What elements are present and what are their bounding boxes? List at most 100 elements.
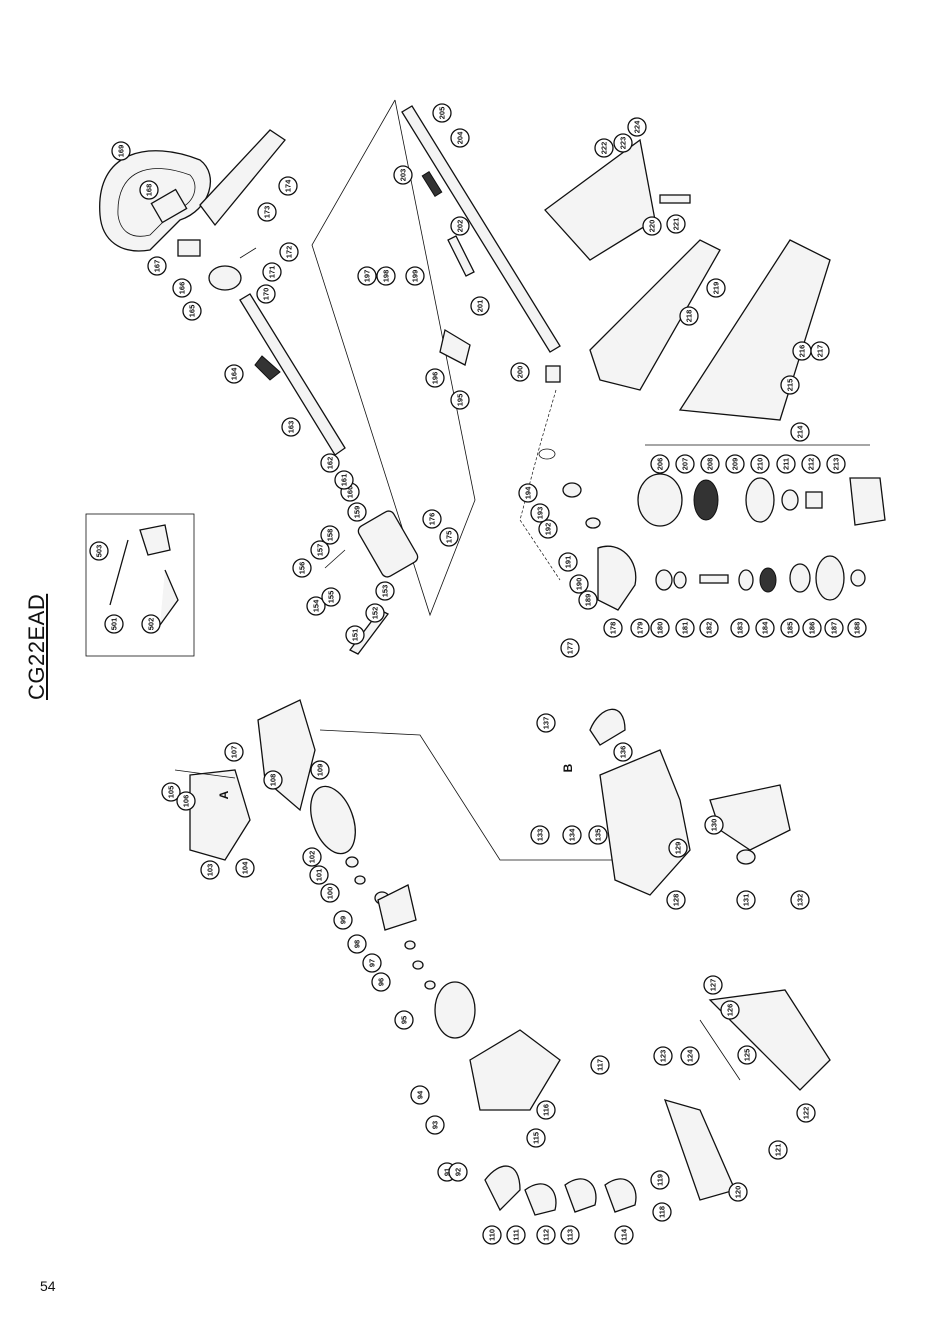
callout-number: 171 <box>268 266 277 279</box>
callout-circle <box>439 527 459 547</box>
page-number: 54 <box>40 1278 56 1294</box>
callout-154: 154 <box>306 596 326 616</box>
snap-ring <box>538 448 556 460</box>
callout-circle <box>292 558 312 578</box>
callout-number: 222 <box>600 142 609 155</box>
callout-98: 98 <box>347 934 367 954</box>
callout-circle <box>706 278 726 298</box>
callout-number: 221 <box>672 218 681 231</box>
callout-number: 109 <box>316 764 325 777</box>
callout-number: 94 <box>416 1090 425 1099</box>
callout-circle <box>310 760 330 780</box>
callout-186: 186 <box>802 618 822 638</box>
callout-206: 206 <box>650 454 670 474</box>
callout-circle <box>703 975 723 995</box>
callout-215: 215 <box>780 375 800 395</box>
callout-131: 131 <box>736 890 756 910</box>
callout-503: 503 <box>89 541 109 561</box>
shaft-bracket <box>439 328 471 366</box>
callout-number: 154 <box>312 599 321 612</box>
callout-number: 108 <box>269 774 278 787</box>
callout-circle <box>536 713 556 733</box>
callout-number: 190 <box>575 578 584 591</box>
callout-circle <box>790 890 810 910</box>
callout-circle <box>450 216 470 236</box>
callout-172: 172 <box>279 242 299 262</box>
handle-bracket <box>199 129 286 227</box>
callout-circle <box>306 596 326 616</box>
callout-circle <box>262 262 282 282</box>
callout-number: 193 <box>536 507 545 520</box>
blade-guard <box>544 138 656 261</box>
callout-circle <box>147 256 167 276</box>
callout-circle <box>334 470 354 490</box>
callout-number: 189 <box>584 594 593 607</box>
callout-number: 125 <box>743 1049 752 1062</box>
callout-191: 191 <box>558 552 578 572</box>
callout-circle <box>728 1182 748 1202</box>
callout-number: 204 <box>456 131 465 144</box>
guard-extension <box>678 239 831 421</box>
callout-number: 130 <box>710 819 719 832</box>
callout-circle <box>675 454 695 474</box>
callout-circle <box>104 614 124 634</box>
callout-213: 213 <box>826 454 846 474</box>
callout-circle <box>536 1225 556 1245</box>
callout-number: 119 <box>656 1174 665 1186</box>
callout-circle <box>642 216 662 236</box>
callout-217: 217 <box>810 341 830 361</box>
callout-circle <box>263 770 283 790</box>
callout-202: 202 <box>450 216 470 236</box>
callout-number: 186 <box>808 622 817 635</box>
callout-number: 117 <box>596 1059 605 1071</box>
accessory-box <box>85 513 195 657</box>
callout-number: 208 <box>706 458 715 471</box>
callout-number: 184 <box>761 621 770 634</box>
callout-circle <box>470 296 490 316</box>
callout-circle <box>666 890 686 910</box>
callout-209: 209 <box>725 454 745 474</box>
callout-circle <box>347 502 367 522</box>
callout-106: 106 <box>176 791 196 811</box>
callout-number: 123 <box>659 1050 668 1063</box>
callout-156: 156 <box>292 558 312 578</box>
callout-195: 195 <box>450 390 470 410</box>
callout-circle <box>796 1103 816 1123</box>
callout-122: 122 <box>796 1103 816 1123</box>
callout-173: 173 <box>257 202 277 222</box>
washer-e <box>412 960 424 970</box>
spring <box>693 479 719 521</box>
callout-circle <box>730 618 750 638</box>
callout-circle <box>333 910 353 930</box>
callout-number: 129 <box>674 842 683 855</box>
callout-circle <box>680 1046 700 1066</box>
holder-b <box>673 571 687 589</box>
callout-number: 93 <box>431 1121 440 1129</box>
callout-circle <box>405 266 425 286</box>
callout-circle <box>560 638 580 658</box>
callout-501: 501 <box>104 614 124 634</box>
callout-number: 164 <box>230 367 239 380</box>
callout-circle <box>320 453 340 473</box>
callout-number: 131 <box>742 894 751 907</box>
callout-number: 179 <box>636 622 645 635</box>
callout-95: 95 <box>394 1010 414 1030</box>
callout-102: 102 <box>302 847 322 867</box>
callout-199: 199 <box>405 266 425 286</box>
clamp-plate-b <box>604 1178 637 1213</box>
callout-number: 206 <box>656 458 665 471</box>
callout-circle <box>650 618 670 638</box>
callout-92: 92 <box>448 1162 468 1182</box>
ignition-coil <box>189 769 251 861</box>
callout-134: 134 <box>562 825 582 845</box>
callout-number: 153 <box>381 585 390 598</box>
callout-125: 125 <box>737 1045 757 1065</box>
tank-cap <box>589 708 626 746</box>
washer-a <box>738 569 754 591</box>
callout-100: 100 <box>320 883 340 903</box>
callout-circle <box>410 1085 430 1105</box>
bolt-head <box>424 980 436 990</box>
callout-185: 185 <box>780 618 800 638</box>
clamp-plate <box>564 1178 597 1213</box>
